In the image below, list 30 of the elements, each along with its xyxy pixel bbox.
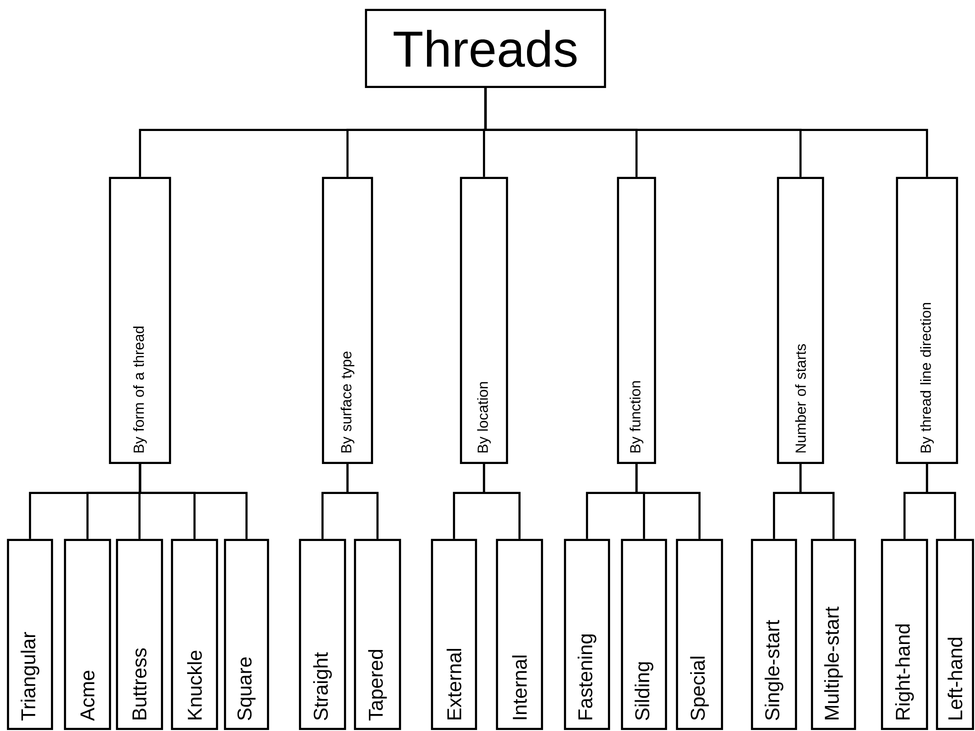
leaf-box: Silding (620, 538, 668, 730)
connector-line (635, 464, 701, 539)
title-box: Threads (364, 8, 606, 88)
leaf-box: Single-start (750, 538, 798, 730)
leaf-box: Tapered (354, 538, 402, 730)
leaf-box: Special (676, 538, 724, 730)
leaf-box: Right-hand (880, 538, 928, 730)
category-box: By function (616, 176, 656, 464)
leaf-box: Triangular (6, 538, 54, 730)
leaf-box: Knuckle (170, 538, 218, 730)
leaf-box: External (430, 538, 478, 730)
connector-line (346, 464, 379, 539)
connector-line (138, 464, 248, 539)
connector-line (484, 88, 928, 177)
leaf-box: Square (224, 538, 270, 730)
leaf-box: Internal (496, 538, 544, 730)
category-box: By location (460, 176, 508, 464)
connector-line (799, 464, 835, 539)
leaf-box: Straight (298, 538, 346, 730)
leaf-box: Acme (64, 538, 112, 730)
leaf-box: Left-hand (936, 538, 974, 730)
category-box: Number of starts (776, 176, 824, 464)
leaf-box: Multiple-start (810, 538, 856, 730)
category-box: By thread line direction (896, 176, 958, 464)
connector-line (926, 464, 956, 539)
leaf-box: Fastening (564, 538, 610, 730)
connector-line (482, 464, 521, 539)
leaf-box: Buttress (116, 538, 164, 730)
category-box: By surface type (322, 176, 374, 464)
category-box: By form of a thread (108, 176, 172, 464)
